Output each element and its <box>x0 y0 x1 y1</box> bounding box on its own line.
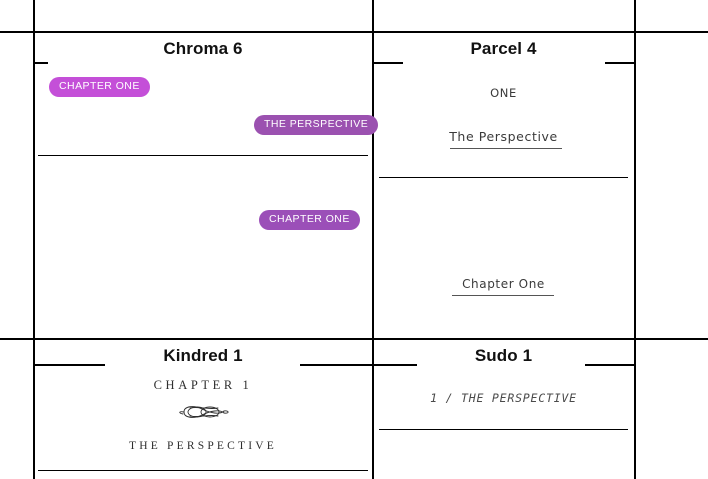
badge-chapter-one-primary[interactable]: CHAPTER ONE <box>49 77 150 97</box>
parcel-underline-the-perspective <box>450 148 562 150</box>
grid-horizontal-rule-top <box>0 31 708 33</box>
sudo-divider-rule <box>379 429 628 431</box>
grid-vertical-rule-left <box>33 0 35 479</box>
panel-tick-kindred-left <box>33 364 105 366</box>
badge-chapter-one-secondary[interactable]: CHAPTER ONE <box>259 210 360 230</box>
panel-title-parcel: Parcel 4 <box>470 39 537 58</box>
parcel-underline-chapter-one <box>452 295 554 297</box>
panel-tick-parcel-left <box>373 62 403 64</box>
badge-the-perspective[interactable]: THE PERSPECTIVE <box>254 115 379 135</box>
kindred-divider-rule <box>38 470 368 472</box>
panel-tick-sudo-right <box>585 364 634 366</box>
grid-vertical-rule-right <box>634 0 636 479</box>
panel-title-sudo: Sudo 1 <box>474 346 533 365</box>
panel-tick-sudo-left <box>373 364 417 366</box>
panel-title-kindred: Kindred 1 <box>163 346 243 365</box>
sudo-chapter-line: 1 / THE PERSPECTIVE <box>430 391 577 405</box>
chroma-divider-rule <box>38 155 368 157</box>
parcel-divider-rule <box>379 177 628 179</box>
panel-chroma[interactable]: Chroma 6 <box>34 32 372 338</box>
panel-title-chroma: Chroma 6 <box>163 39 243 58</box>
panel-tick-chroma-left <box>33 62 48 64</box>
parcel-line-one: ONE <box>490 86 517 100</box>
panel-sudo[interactable]: Sudo 1 <box>373 339 634 479</box>
flourish-ornament <box>34 402 372 422</box>
panel-kindred[interactable]: Kindred 1 <box>34 339 372 479</box>
grid-vertical-rule-middle <box>372 0 374 479</box>
kindred-work-title: THE PERSPECTIVE <box>129 440 277 452</box>
grid-horizontal-rule-middle <box>0 338 708 340</box>
parcel-line-chapter-one: Chapter One <box>462 277 545 291</box>
panel-tick-parcel-right <box>605 62 634 64</box>
parcel-line-the-perspective: The Perspective <box>449 129 558 144</box>
panel-tick-kindred-right <box>300 364 372 366</box>
panel-parcel[interactable]: Parcel 4 <box>373 32 634 338</box>
kindred-chapter-label: CHAPTER 1 <box>153 378 253 392</box>
